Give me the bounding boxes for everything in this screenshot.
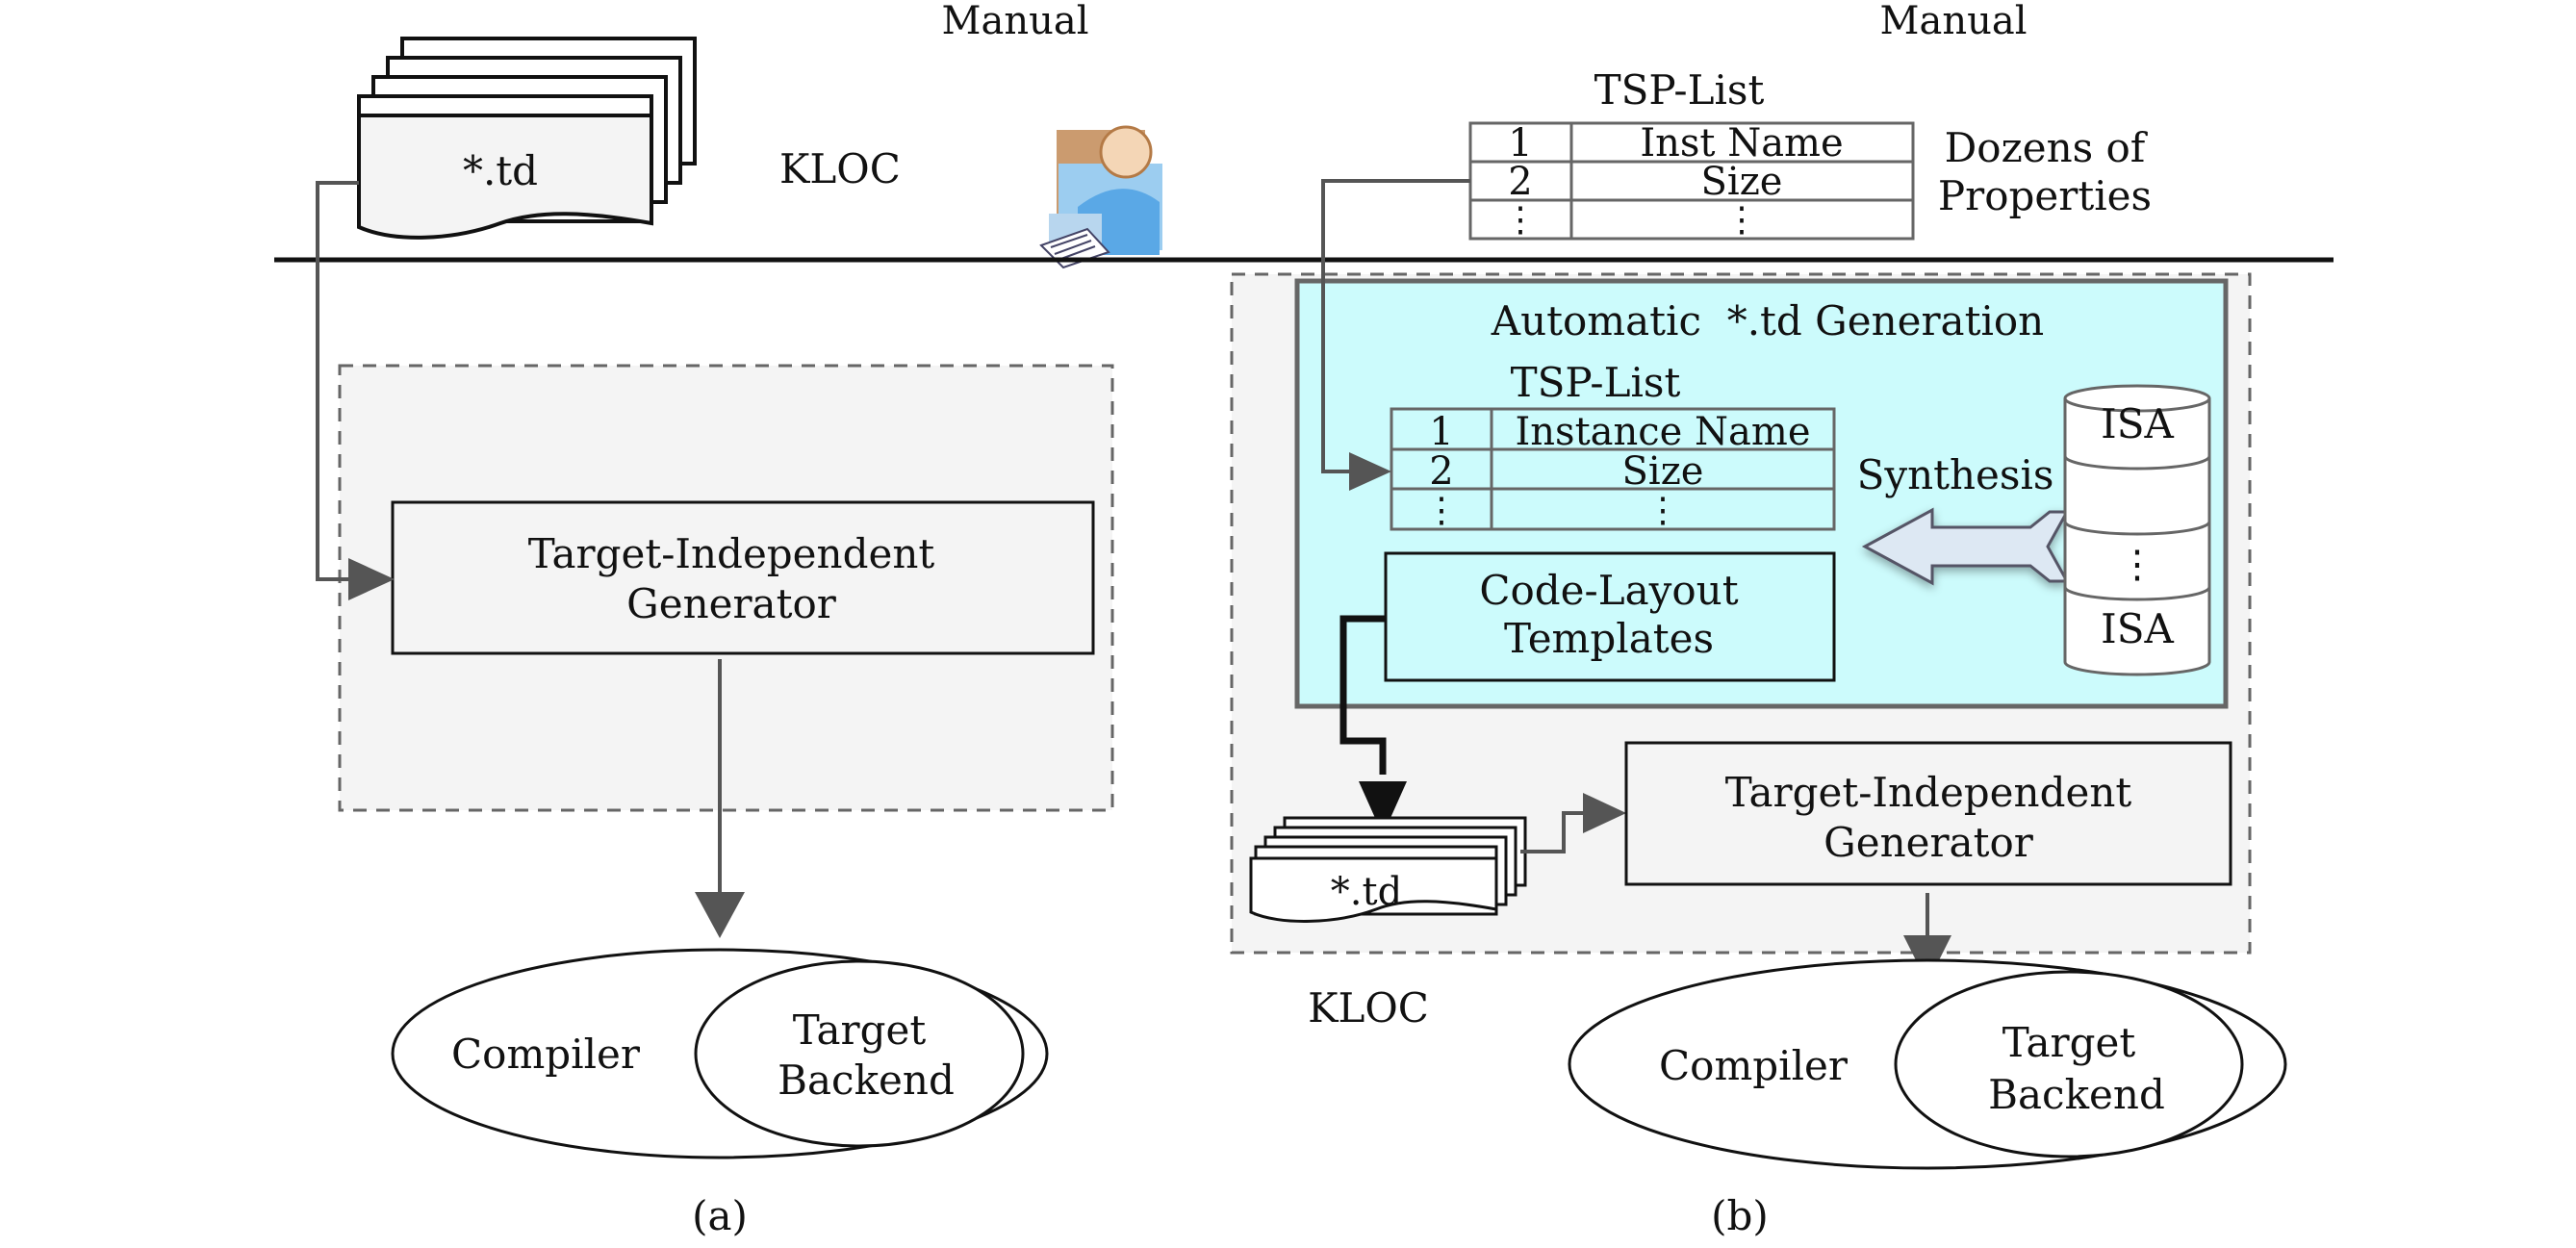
tsp-top-row3-num: ⋮ [1503, 200, 1538, 240]
tsp-inner-row1-num: 1 [1429, 410, 1453, 454]
compiler-label-a: Compiler [451, 1031, 641, 1078]
connector-tsp-top-to-inner [1321, 179, 1470, 473]
synthesis-arrow [1861, 507, 2070, 586]
tsp-inner-row3-name: ⋮ [1645, 491, 1680, 530]
td-document-stack-b [1249, 816, 1527, 923]
tsp-top-row2-name: Size [1701, 160, 1783, 204]
tig-box-b [1624, 741, 2232, 886]
code-layout-box [1384, 551, 1836, 682]
person-icon [1039, 125, 1162, 269]
tig-a-line1: Target-Independent [528, 530, 935, 577]
compiler-label-b: Compiler [1659, 1042, 1849, 1089]
tsp-list-table-inner [1390, 407, 1836, 531]
dozens-label-line1: Dozens of [1945, 124, 2149, 171]
backend-ellipse-a [694, 959, 1025, 1148]
manual-label-a: Manual [942, 0, 1089, 43]
arrowhead-compiler-a [695, 892, 745, 938]
code-layout-line2: Templates [1504, 615, 1714, 662]
dozens-label-line2: Properties [1938, 172, 2152, 219]
arrowhead-tig-b [1583, 793, 1626, 833]
connector-td-to-tig-a [316, 181, 359, 581]
connector-td-to-tig-b [1520, 811, 1588, 853]
tsp-list-title-top: TSP-List [1594, 66, 1765, 114]
tsp-inner-row3-num: ⋮ [1424, 491, 1459, 530]
kloc-label-bottom: KLOC [1308, 984, 1429, 1032]
tsp-top-row3-name: ⋮ [1724, 200, 1759, 240]
tig-b-line2: Generator [1824, 819, 2034, 866]
backend-a-line2: Backend [778, 1057, 955, 1104]
code-layout-line1: Code-Layout [1479, 567, 1738, 614]
arrowhead-tsp-inner [1349, 452, 1391, 491]
tsp-top-row2-num: 2 [1508, 160, 1532, 204]
tsp-inner-row2-name: Size [1622, 449, 1704, 494]
td-document-stack-a [357, 37, 697, 240]
tsp-list-table-top [1468, 121, 1915, 241]
tsp-top-row1-num: 1 [1508, 121, 1532, 166]
tsp-inner-row1-name: Instance Name [1515, 410, 1810, 454]
backend-b-line2: Backend [1988, 1071, 2165, 1118]
tsp-top-row1-name: Inst Name [1640, 121, 1843, 166]
tsp-list-title-inner: TSP-List [1511, 359, 1681, 406]
tig-a-line2: Generator [626, 580, 837, 627]
tig-b-line1: Target-Independent [1725, 769, 2132, 816]
isa-label-bottom: ISA [2101, 605, 2174, 652]
td-file-label-a: *.td [463, 147, 538, 194]
backend-a-line1: Target [793, 1006, 927, 1054]
backend-b-line1: Target [2002, 1019, 2136, 1066]
kloc-label-top: KLOC [779, 145, 901, 192]
isa-dots: ⋮ [2118, 543, 2156, 587]
connector-templates-to-td [1339, 615, 1387, 775]
isa-database [2063, 384, 2211, 676]
backend-ellipse-b [1894, 970, 2244, 1159]
tig-box-a [391, 500, 1095, 655]
arrowhead-td-b [1359, 781, 1407, 835]
caption-a: (a) [692, 1192, 748, 1239]
td-file-label-b: *.td [1331, 870, 1402, 914]
manual-label-b: Manual [1880, 0, 2028, 43]
tsp-inner-row2-num: 2 [1429, 449, 1453, 494]
caption-b: (b) [1711, 1192, 1769, 1239]
synthesis-label: Synthesis [1857, 451, 2054, 498]
isa-label-top: ISA [2101, 400, 2174, 447]
arrowhead-tig-a [348, 558, 395, 600]
auto-gen-title: Automatic *.td Generation [1491, 297, 2045, 344]
